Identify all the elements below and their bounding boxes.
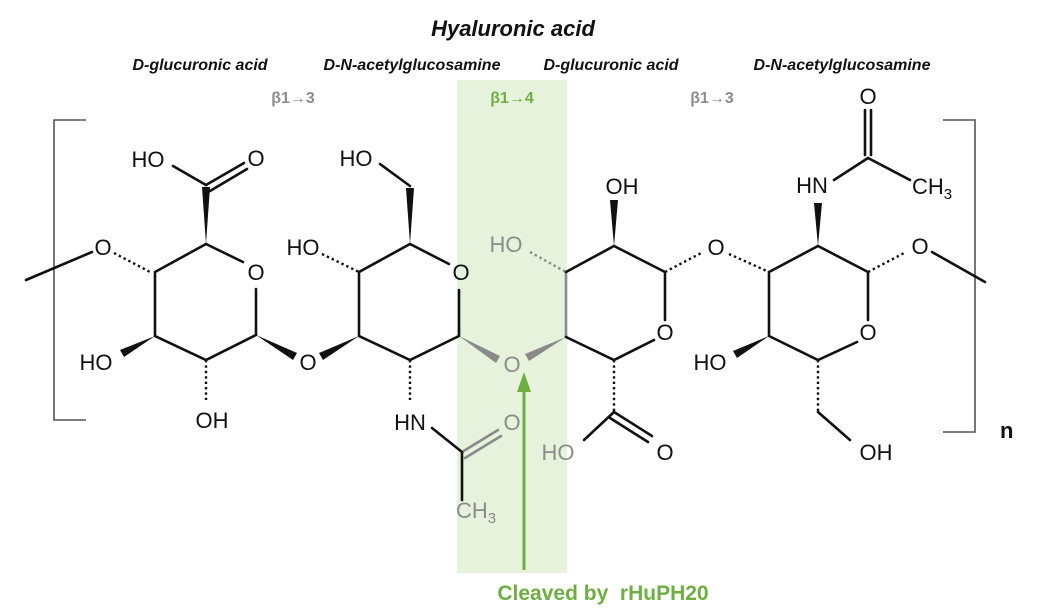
cleavage-arrow xyxy=(517,372,531,570)
atom-carboxyl-oh-1: HO xyxy=(132,147,165,172)
chain-bond-left xyxy=(24,250,94,282)
residue-label-4: D-N-acetylglucosamine xyxy=(754,57,931,74)
atom-ch2oh-2: HO xyxy=(340,146,373,171)
atom-amide-o-2: O xyxy=(503,410,520,435)
atom-carboxyl-o-3: O xyxy=(656,440,673,465)
atom-oh-c3-3: HO xyxy=(490,232,523,257)
linkage-label-3: β1→3 xyxy=(690,90,734,107)
cleavage-label: Cleaved by rHuPH20 xyxy=(497,582,708,605)
ring-glucuronic-acid-1: O O HO O HO OH xyxy=(24,146,297,433)
repeat-count-label: n xyxy=(1000,418,1013,443)
atom-ring-o-3: O xyxy=(656,320,673,345)
atom-methyl-4: CH3 xyxy=(912,174,952,203)
atom-ring-o-2: O xyxy=(452,260,469,285)
linkage-label-1: β1→3 xyxy=(271,90,315,107)
atom-oh-c2-3: OH xyxy=(606,174,639,199)
atom-ch2oh-4: OH xyxy=(860,440,893,465)
diagram-title: Hyaluronic acid xyxy=(431,16,595,41)
atom-oh-c4-4: HO xyxy=(694,350,727,375)
atom-o-left-link: O xyxy=(94,235,111,260)
atom-o-right-link: O xyxy=(911,234,928,259)
ring-n-acetylglucosamine-1: O HO HO HN O CH3 xyxy=(287,146,521,527)
repeat-bracket-left xyxy=(53,119,86,421)
atom-amide-o-4: O xyxy=(859,84,876,109)
atom-oh-c4-2: HO xyxy=(287,235,320,260)
residue-label-2: D-N-acetylglucosamine xyxy=(324,57,501,74)
linkage-label-2: β1→4 xyxy=(490,90,534,107)
atom-carboxyl-o-1: O xyxy=(247,146,264,171)
chain-bond-right xyxy=(930,250,987,284)
atom-cleaved-glycosidic-o: O xyxy=(503,352,520,377)
repeat-bracket-right xyxy=(943,119,976,433)
ring-n-acetylglucosamine-2: O HN O CH3 HO OH O xyxy=(694,84,987,465)
ring-glucuronic-acid-2: O HO OH HO O xyxy=(490,174,704,465)
atom-hn-4: HN xyxy=(796,173,828,198)
atom-carboxyl-oh-3: HO xyxy=(542,440,575,465)
atom-ring-o-1: O xyxy=(247,260,264,285)
atom-ring-o-4: O xyxy=(859,320,876,345)
atom-oh-c3-1: OH xyxy=(196,408,229,433)
residue-label-1: D-glucuronic acid xyxy=(132,57,268,74)
atom-glycosidic-o-1: O xyxy=(299,350,316,375)
atom-glycosidic-o-3: O xyxy=(707,235,724,260)
atom-methyl-2: CH3 xyxy=(456,498,496,527)
atom-oh-c4-1: HO xyxy=(80,350,113,375)
atom-hn-2: HN xyxy=(394,410,426,435)
cleavage-highlight-band xyxy=(457,80,567,573)
residue-label-3: D-glucuronic acid xyxy=(543,57,679,74)
